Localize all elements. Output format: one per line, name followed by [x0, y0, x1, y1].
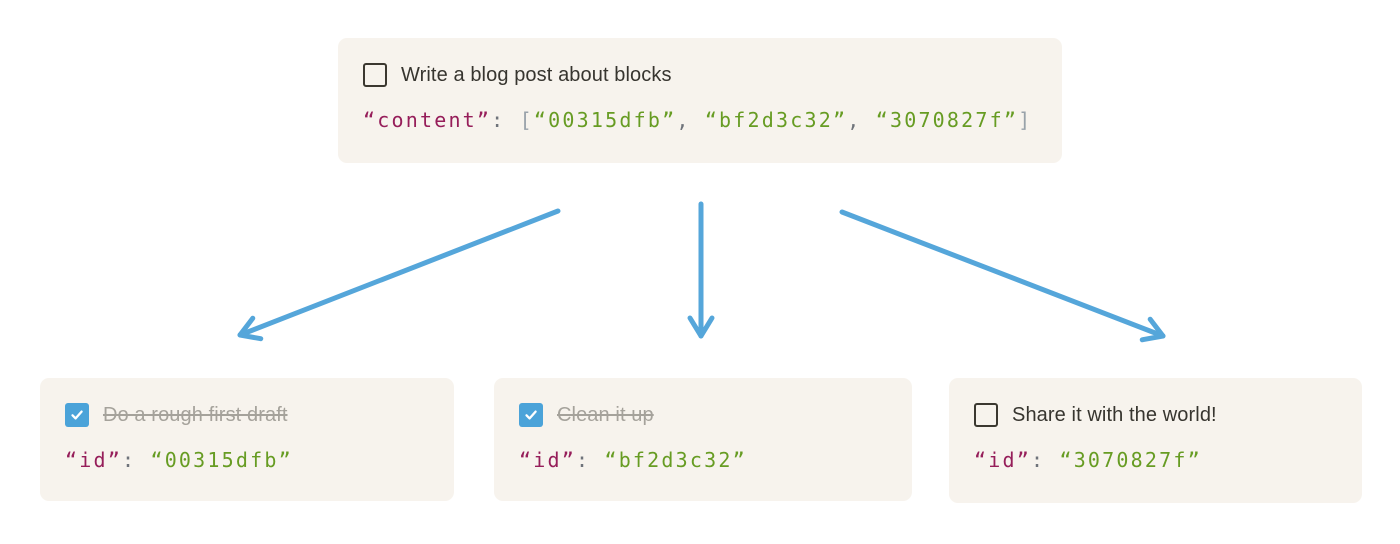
code-bracket-close: ]: [1018, 108, 1033, 132]
child-1-todo-row: Do a rough first draft: [65, 402, 429, 428]
checkmark-icon: [525, 410, 537, 420]
child-2-todo-row: Clean it up: [519, 402, 887, 428]
child-2-code-line: “id”: “bf2d3c32”: [519, 447, 887, 474]
code-key: “id”: [519, 448, 576, 472]
child-2-todo-label: Clean it up: [557, 404, 654, 426]
code-id-1: “00315dfb”: [533, 108, 677, 132]
code-key: “id”: [65, 448, 122, 472]
code-colon: :: [575, 448, 605, 472]
child-block-card-1: Do a rough first draft “id”: “00315dfb”: [40, 378, 454, 501]
todo-checkbox-unchecked[interactable]: [363, 63, 387, 87]
code-key: “content”: [363, 108, 492, 132]
parent-code-line: “content”: [“00315dfb”, “bf2d3c32”, “307…: [363, 107, 1037, 134]
code-comma: ,: [676, 108, 705, 132]
code-bracket-open: [: [519, 108, 534, 132]
todo-checkbox-unchecked[interactable]: [974, 403, 998, 427]
checkmark-icon: [71, 410, 83, 420]
parent-todo-label: Write a blog post about blocks: [401, 64, 672, 86]
arrow-parent-to-child-1: [237, 208, 561, 342]
child-3-todo-row: Share it with the world!: [974, 402, 1337, 428]
code-colon: :: [491, 108, 520, 132]
arrow-parent-to-child-3: [839, 209, 1166, 343]
code-value: “bf2d3c32”: [604, 448, 747, 472]
todo-checkbox-checked[interactable]: [519, 403, 543, 427]
child-block-card-2: Clean it up “id”: “bf2d3c32”: [494, 378, 912, 501]
todo-checkbox-checked[interactable]: [65, 403, 89, 427]
child-3-todo-label: Share it with the world!: [1012, 404, 1217, 426]
parent-todo-row: Write a blog post about blocks: [363, 62, 1037, 88]
code-comma: ,: [847, 108, 876, 132]
child-block-card-3: Share it with the world! “id”: “3070827f…: [949, 378, 1362, 503]
code-key: “id”: [974, 448, 1031, 472]
child-1-todo-label: Do a rough first draft: [103, 404, 288, 426]
child-3-code-line: “id”: “3070827f”: [974, 447, 1337, 474]
code-id-2: “bf2d3c32”: [704, 108, 848, 132]
code-colon: :: [1030, 448, 1060, 472]
code-value: “3070827f”: [1059, 448, 1202, 472]
code-colon: :: [121, 448, 151, 472]
child-1-code-line: “id”: “00315dfb”: [65, 447, 429, 474]
code-value: “00315dfb”: [150, 448, 293, 472]
code-id-3: “3070827f”: [875, 108, 1019, 132]
parent-block-card: Write a blog post about blocks “content”…: [338, 38, 1062, 163]
